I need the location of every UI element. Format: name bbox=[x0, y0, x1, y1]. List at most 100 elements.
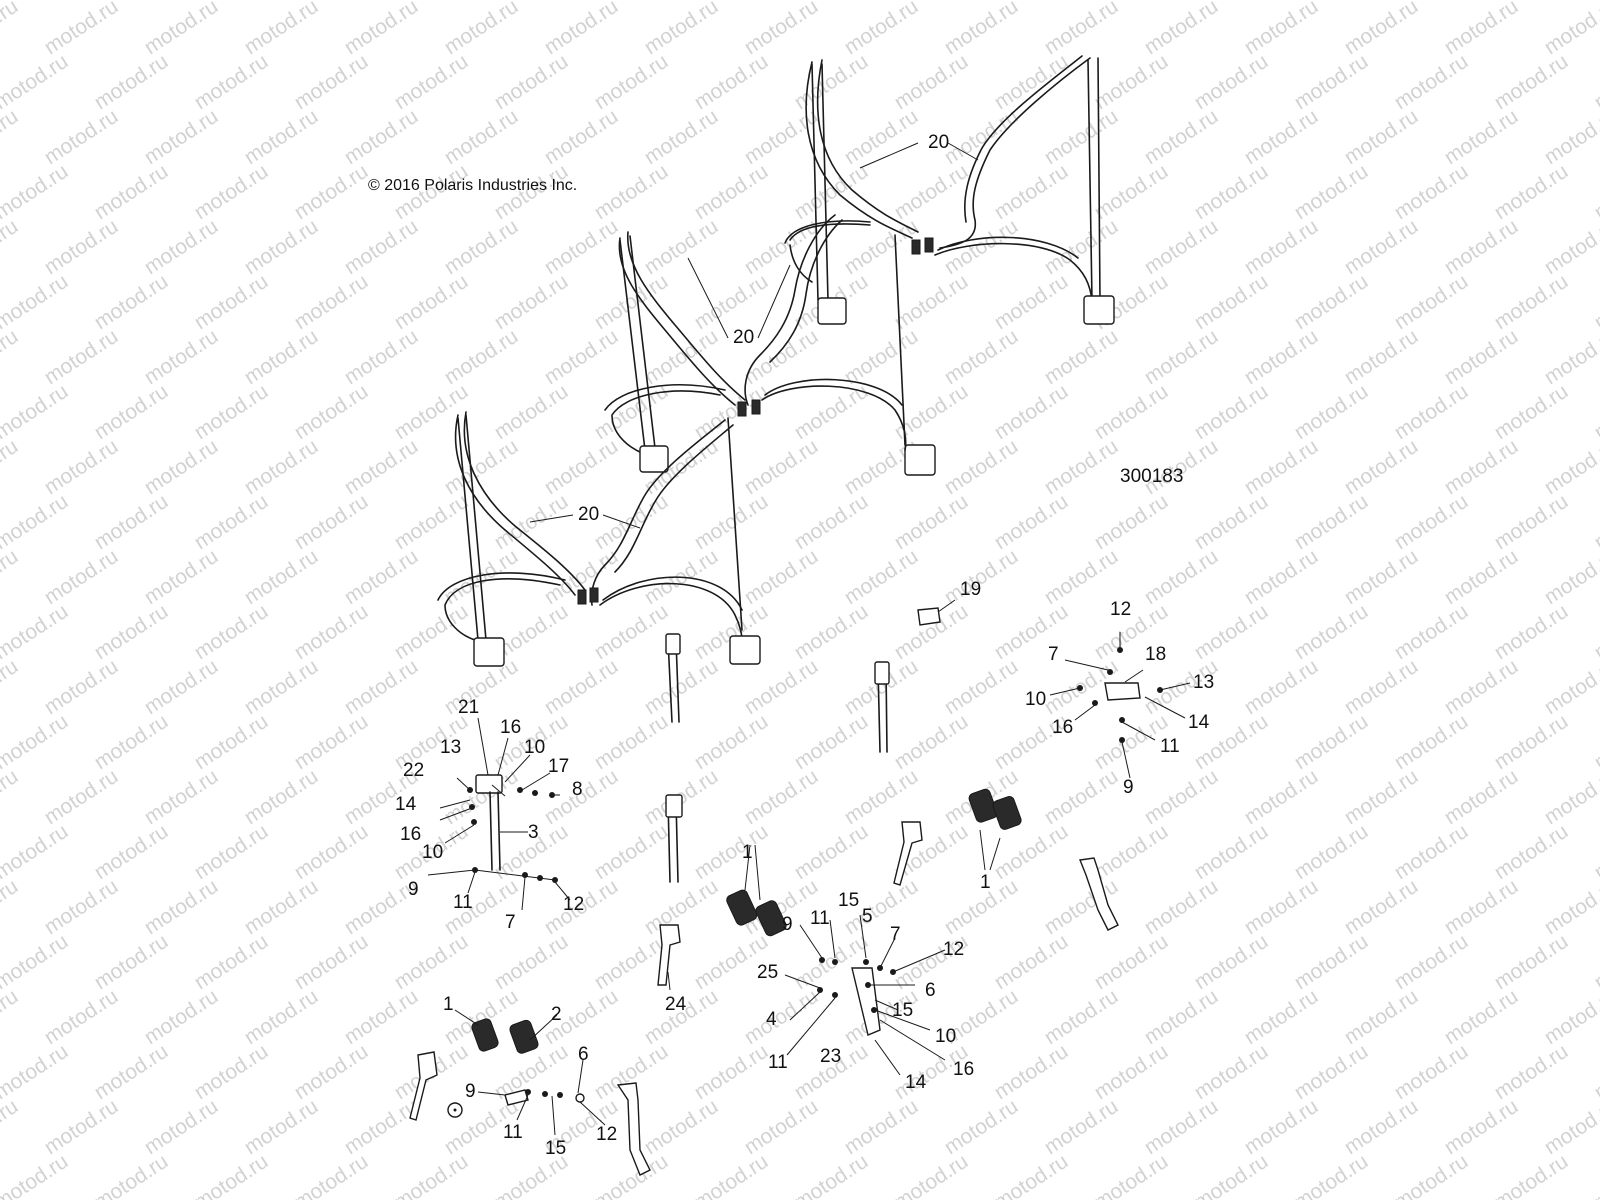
watermark-text: motod.ru bbox=[1190, 600, 1272, 664]
watermark-text: motod.ru bbox=[1390, 930, 1472, 994]
watermark-text: motod.ru bbox=[1490, 50, 1572, 114]
watermark-text: motod.ru bbox=[490, 930, 572, 994]
watermark-text: motod.ru bbox=[590, 380, 672, 444]
watermark-text: motod.ru bbox=[0, 50, 72, 114]
watermark-text: motod.ru bbox=[1290, 160, 1372, 224]
buckle-stalk-center-lower bbox=[665, 794, 683, 883]
watermark-text: motod.ru bbox=[1440, 325, 1522, 389]
watermark-text: motod.ru bbox=[340, 545, 422, 609]
callout-12-left: 12 bbox=[563, 894, 584, 915]
watermark-text: motod.ru bbox=[290, 930, 372, 994]
watermark-text: motod.ru bbox=[1540, 0, 1600, 59]
watermark-text: motod.ru bbox=[590, 600, 672, 664]
callout-9-bottom-left: 9 bbox=[465, 1081, 476, 1102]
callout-6-middle: 6 bbox=[925, 980, 936, 1001]
watermark-text: motod.ru bbox=[1040, 215, 1122, 279]
watermark-text: motod.ru bbox=[690, 820, 772, 884]
watermark-text: motod.ru bbox=[0, 985, 22, 1049]
watermark-text: motod.ru bbox=[390, 1150, 472, 1200]
callout-9-right: 9 bbox=[1123, 777, 1134, 798]
watermark-text: motod.ru bbox=[0, 0, 22, 59]
watermark-text: motod.ru bbox=[1240, 435, 1322, 499]
watermark-text: motod.ru bbox=[140, 545, 222, 609]
watermark-text: motod.ru bbox=[890, 1150, 972, 1200]
watermark-text: motod.ru bbox=[1390, 270, 1472, 334]
watermark-text: motod.ru bbox=[1490, 820, 1572, 884]
watermark-text: motod.ru bbox=[90, 270, 172, 334]
watermark-text: motod.ru bbox=[340, 655, 422, 719]
callout-15-bottom-left: 15 bbox=[545, 1138, 566, 1159]
watermark-text: motod.ru bbox=[190, 50, 272, 114]
callout-1-right: 1 bbox=[980, 872, 991, 893]
watermark-text: motod.ru bbox=[1140, 1095, 1222, 1159]
watermark-text: motod.ru bbox=[940, 545, 1022, 609]
watermark-text: motod.ru bbox=[140, 0, 222, 59]
watermark-text: motod.ru bbox=[290, 1040, 372, 1104]
watermark-text: motod.ru bbox=[790, 710, 872, 774]
watermark-text: motod.ru bbox=[840, 0, 922, 59]
watermark-text: motod.ru bbox=[1390, 1040, 1472, 1104]
watermark-text: motod.ru bbox=[840, 545, 922, 609]
watermark-text: motod.ru bbox=[740, 985, 822, 1049]
watermark-text: motod.ru bbox=[190, 600, 272, 664]
watermark-text: motod.ru bbox=[790, 1150, 872, 1200]
callout-1-bottom-left: 1 bbox=[443, 994, 454, 1015]
watermark-text: motod.ru bbox=[0, 325, 22, 389]
watermark-text: motod.ru bbox=[1390, 600, 1472, 664]
watermark-text: motod.ru bbox=[1390, 50, 1472, 114]
watermark-text: motod.ru bbox=[840, 105, 922, 169]
watermark-text: motod.ru bbox=[1340, 1095, 1422, 1159]
watermark-text: motod.ru bbox=[640, 0, 722, 59]
watermark-text: motod.ru bbox=[1240, 875, 1322, 939]
watermark-text: motod.ru bbox=[40, 435, 122, 499]
watermark-text: motod.ru bbox=[1540, 435, 1600, 499]
watermark-text: motod.ru bbox=[140, 985, 222, 1049]
watermark-text: motod.ru bbox=[0, 655, 22, 719]
watermark-text: motod.ru bbox=[990, 1040, 1072, 1104]
callout-4-middle: 4 bbox=[766, 1009, 777, 1030]
watermark-text: motod.ru bbox=[1140, 985, 1222, 1049]
watermark-text: motod.ru bbox=[440, 325, 522, 389]
watermark-text: motod.ru bbox=[140, 875, 222, 939]
watermark-text: motod.ru bbox=[1540, 545, 1600, 609]
watermark-text: motod.ru bbox=[690, 160, 772, 224]
watermark-text: motod.ru bbox=[90, 1150, 172, 1200]
watermark-text: motod.ru bbox=[290, 600, 372, 664]
watermark-text: motod.ru bbox=[990, 930, 1072, 994]
watermark-text: motod.ru bbox=[640, 105, 722, 169]
watermark-text: motod.ru bbox=[1340, 985, 1422, 1049]
watermark-text: motod.ru bbox=[240, 545, 322, 609]
callout-1-middle: 1 bbox=[742, 842, 753, 863]
watermark-text: motod.ru bbox=[1290, 930, 1372, 994]
watermark-text: motod.ru bbox=[240, 655, 322, 719]
watermark-text: motod.ru bbox=[1590, 380, 1600, 444]
watermark-text: motod.ru bbox=[40, 1095, 122, 1159]
buckle-stalk-center-mid bbox=[874, 661, 890, 753]
callout-10-middle: 10 bbox=[935, 1026, 956, 1047]
watermark-text: motod.ru bbox=[1290, 820, 1372, 884]
callout-7-middle: 7 bbox=[890, 924, 901, 945]
seat-belt-assembly-middle bbox=[604, 214, 907, 631]
watermark-text: motod.ru bbox=[40, 0, 122, 59]
watermark-text: motod.ru bbox=[190, 380, 272, 444]
callout-12-right: 12 bbox=[1110, 599, 1131, 620]
watermark-text: motod.ru bbox=[990, 160, 1072, 224]
watermark-text: motod.ru bbox=[1040, 765, 1122, 829]
watermark-text: motod.ru bbox=[0, 820, 72, 884]
watermark-text: motod.ru bbox=[840, 325, 922, 389]
watermark-text: motod.ru bbox=[1440, 875, 1522, 939]
watermark-text: motod.ru bbox=[540, 215, 622, 279]
watermark-text: motod.ru bbox=[440, 215, 522, 279]
watermark-text: motod.ru bbox=[140, 105, 222, 169]
watermark-text: motod.ru bbox=[240, 105, 322, 169]
watermark-text: motod.ru bbox=[1040, 105, 1122, 169]
watermark-text: motod.ru bbox=[940, 655, 1022, 719]
callout-3-left: 3 bbox=[528, 822, 539, 843]
watermark-text: motod.ru bbox=[190, 820, 272, 884]
callout-10-right: 10 bbox=[1025, 689, 1046, 710]
watermark-text: motod.ru bbox=[290, 1150, 372, 1200]
callout-16-middle: 16 bbox=[953, 1059, 974, 1080]
watermark-text: motod.ru bbox=[0, 435, 22, 499]
watermark-text: motod.ru bbox=[790, 600, 872, 664]
watermark-text: motod.ru bbox=[940, 435, 1022, 499]
